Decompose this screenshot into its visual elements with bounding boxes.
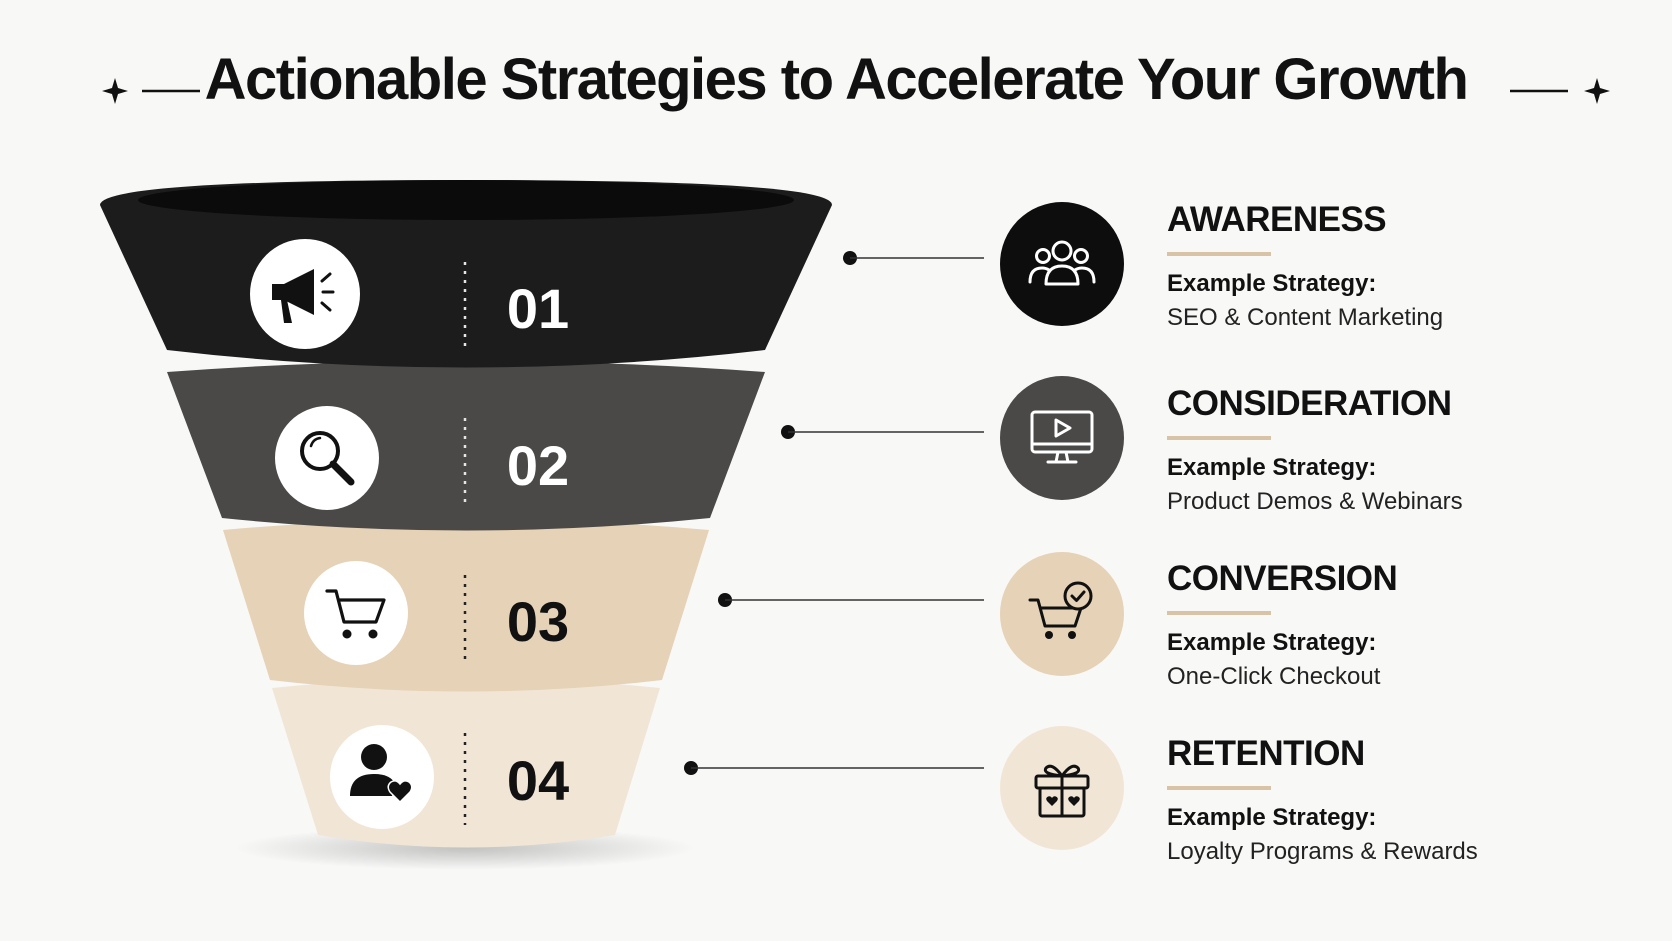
left-sparkle-decoration — [102, 78, 200, 104]
stage-awareness-strategy: SEO & Content Marketing — [1167, 304, 1444, 331]
right-sparkle-decoration — [1510, 78, 1610, 104]
stage-consideration-label: Example Strategy: — [1167, 454, 1377, 481]
stage-retention-label: Example Strategy: — [1167, 804, 1377, 831]
stage-conversion-label: Example Strategy: — [1167, 629, 1377, 656]
funnel-layer-4: 04 — [272, 678, 660, 848]
stage-conversion-icon-circle — [1000, 552, 1124, 676]
stage-awareness-rule — [1167, 252, 1271, 256]
funnel-layer-3: 03 — [223, 519, 709, 692]
title-row: Actionable Strategies to Accelerate Your… — [0, 38, 1672, 133]
funnel-layer-3-number: 03 — [507, 590, 569, 653]
stage-conversion-strategy: One-Click Checkout — [1167, 663, 1381, 690]
funnel-layer-2-icon-circle — [275, 406, 379, 510]
shopping-cart-icon — [325, 589, 386, 639]
page-title: Actionable Strategies to Accelerate Your… — [204, 47, 1469, 112]
funnel-layer-1: 01 — [100, 180, 832, 368]
funnel-layer-3-icon-circle — [304, 561, 408, 665]
audience-group-icon — [1028, 240, 1096, 286]
stage-conversion: CONVERSION Example Strategy: One-Click C… — [1000, 552, 1640, 699]
stage-retention-strategy: Loyalty Programs & Rewards — [1167, 838, 1478, 865]
gift-box-icon — [1034, 764, 1090, 818]
stage-retention: RETENTION Example Strategy: Loyalty Prog… — [1000, 726, 1640, 874]
video-monitor-icon — [1030, 410, 1094, 464]
stage-awareness: AWARENESS Example Strategy: SEO & Conten… — [1000, 200, 1640, 340]
stage-awareness-icon-circle — [1000, 202, 1124, 326]
funnel-layer-1-number: 01 — [507, 277, 569, 340]
magnifier-icon — [300, 431, 355, 486]
stage-consideration-rule — [1167, 436, 1271, 440]
funnel-layer-2: 02 — [167, 361, 765, 531]
user-heart-icon — [350, 744, 413, 804]
funnel-layer-4-number: 04 — [507, 749, 569, 812]
stage-awareness-title: AWARENESS — [1167, 200, 1387, 239]
funnel-diagram: 04 03 02 — [100, 180, 832, 870]
stage-retention-title: RETENTION — [1167, 734, 1365, 773]
stage-consideration-icon-circle — [1000, 376, 1124, 500]
stage-conversion-title: CONVERSION — [1167, 559, 1398, 598]
stage-retention-icon-circle — [1000, 726, 1124, 850]
stage-retention-rule — [1167, 786, 1271, 790]
stage-consideration-strategy: Product Demos & Webinars — [1167, 488, 1463, 515]
megaphone-icon — [272, 269, 335, 323]
stage-consideration: CONSIDERATION Example Strategy: Product … — [1000, 376, 1640, 524]
funnel-rim-opening — [138, 180, 794, 220]
funnel-layer-3-shape — [223, 519, 709, 692]
funnel-layer-2-number: 02 — [507, 434, 569, 497]
stage-consideration-title: CONSIDERATION — [1167, 384, 1452, 423]
stage-awareness-label: Example Strategy: — [1167, 270, 1377, 297]
stage-conversion-rule — [1167, 611, 1271, 615]
cart-check-icon — [1028, 581, 1093, 639]
